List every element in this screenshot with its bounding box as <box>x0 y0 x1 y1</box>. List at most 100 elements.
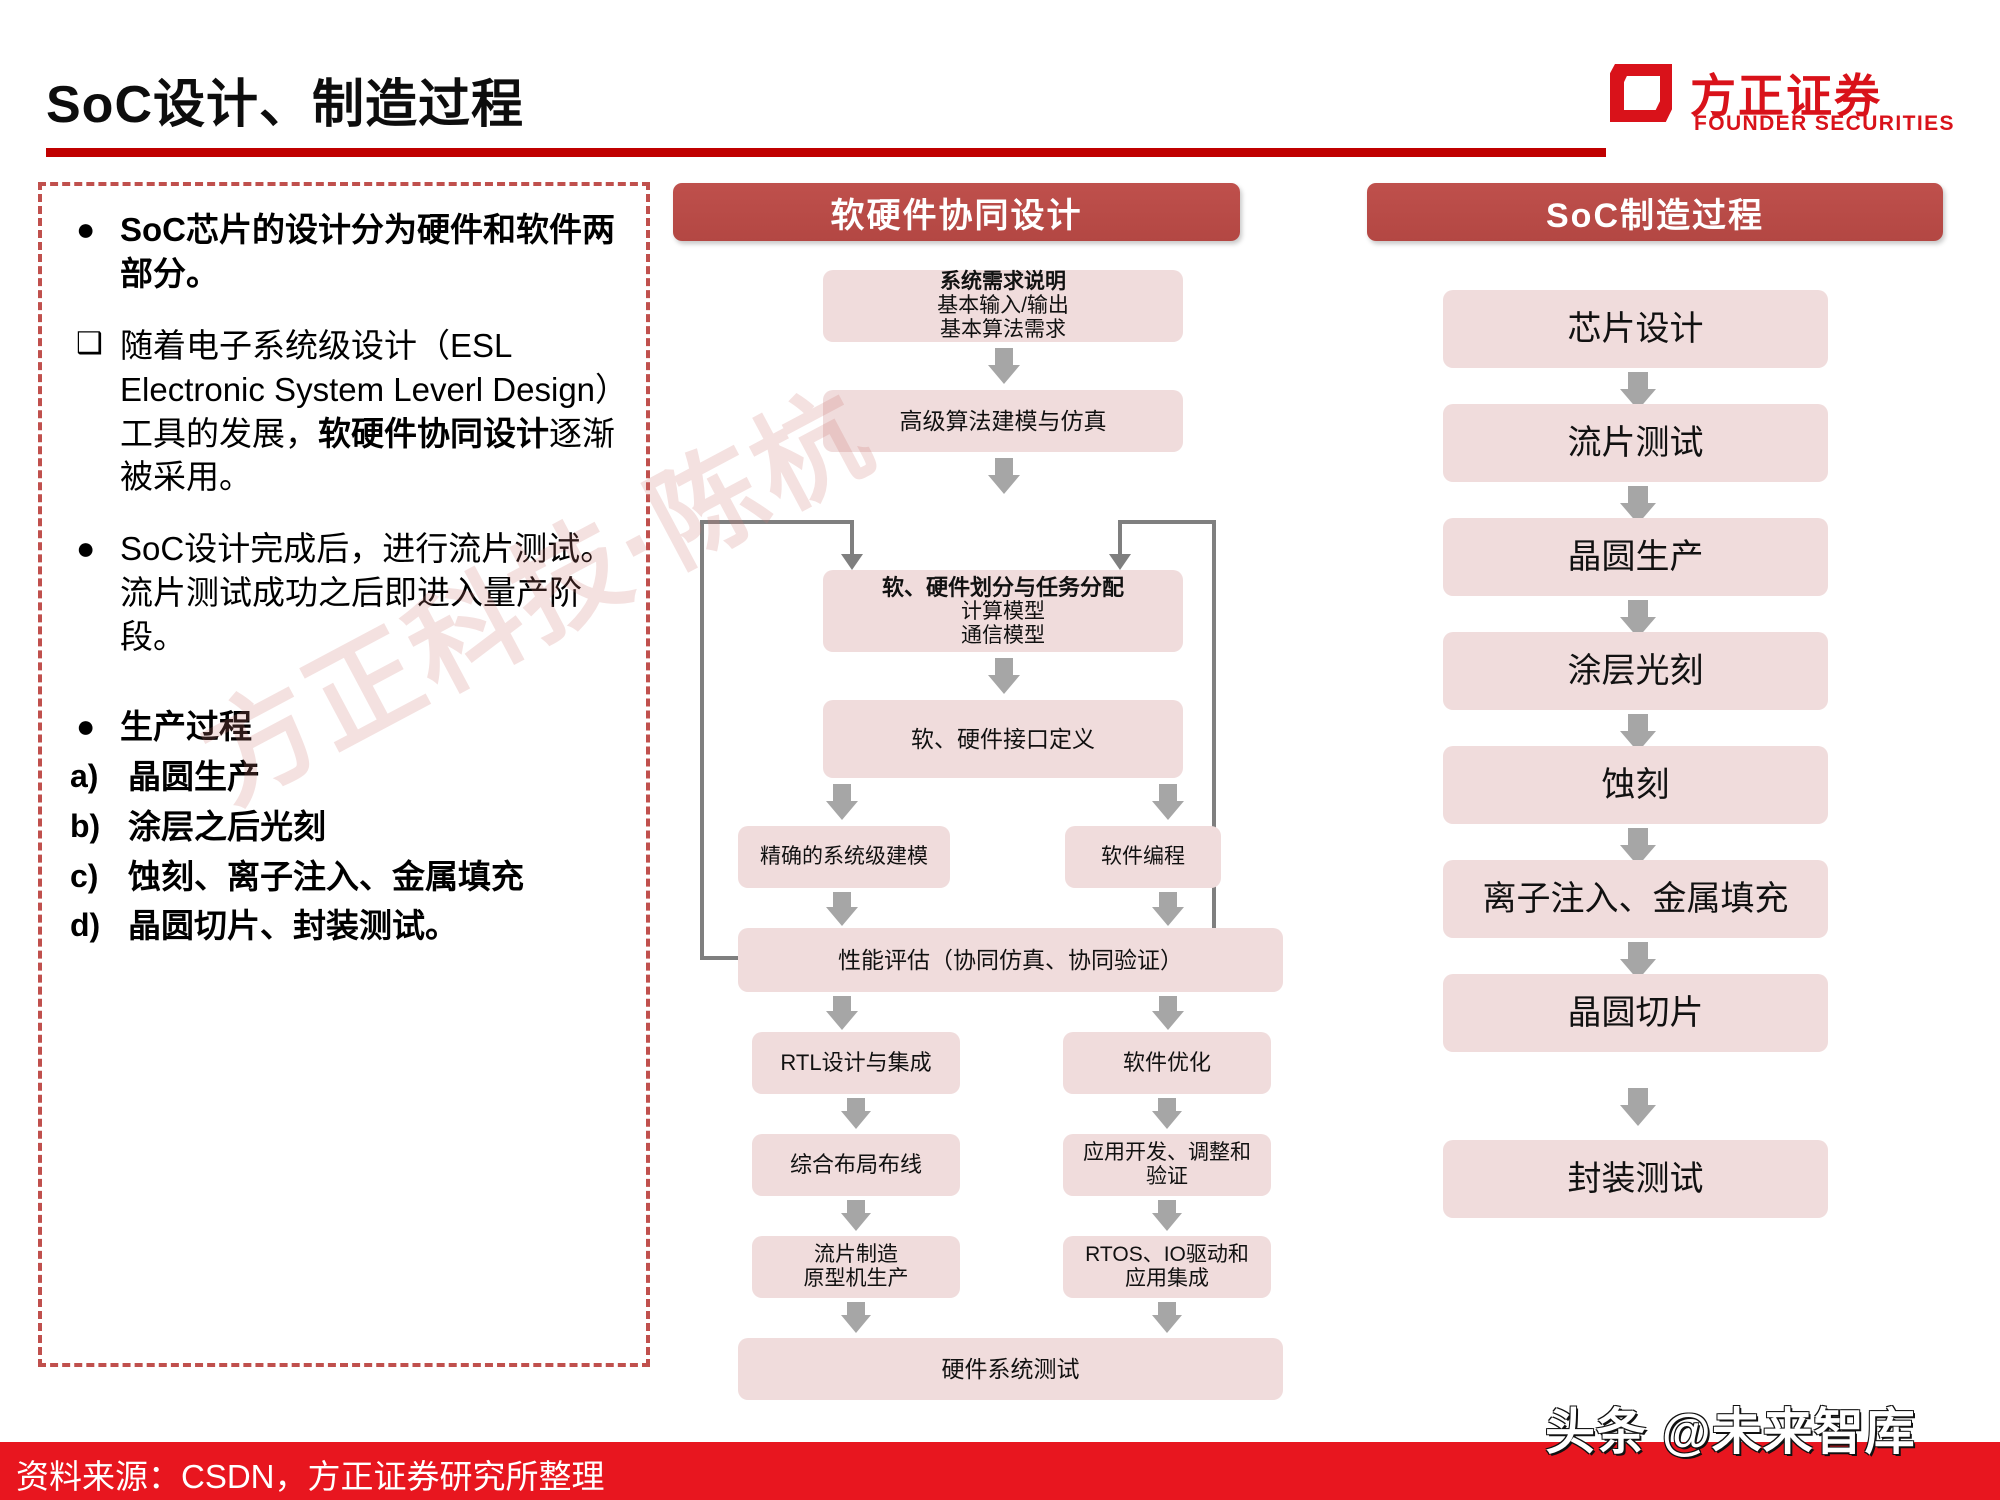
process-step-box-1: 芯片设计 <box>1443 290 1828 368</box>
arrow-down-icon <box>1151 1200 1183 1232</box>
bullet-text-2-part-b: 软硬件协同设计 <box>318 414 549 452</box>
list-text-d: 晶圆切片、封装测试。 <box>128 907 458 945</box>
flow-box-software-programming: 软件编程 <box>1065 826 1221 888</box>
arrow-down-icon <box>840 1098 872 1130</box>
flow-box-synthesis-layout-line-1: 综合布局布线 <box>789 1152 922 1178</box>
arrow-down-icon <box>826 784 858 820</box>
bullet-marker-square-icon: ❑ <box>76 326 103 360</box>
arrow-down-icon <box>1620 1088 1656 1126</box>
founder-securities-logo: 方正证券 FOUNDER SECURITIES <box>1610 62 1960 140</box>
flow-box-hardware-system-test: 硬件系统测试 <box>738 1338 1283 1400</box>
process-step-box-6: 离子注入、金属填充 <box>1443 860 1828 938</box>
arrow-down-icon <box>1152 996 1184 1030</box>
flow-box-tapeout-prototype: 流片制造 原型机生产 <box>752 1236 960 1298</box>
feedback-loop-left-bottom <box>700 956 750 960</box>
list-item-a: a) 晶圆生产 <box>62 755 632 799</box>
flow-box-app-development: 应用开发、调整和 验证 <box>1063 1134 1271 1196</box>
list-text-b: 涂层之后光刻 <box>128 807 326 845</box>
middle-column-header: 软硬件协同设计 <box>673 183 1240 241</box>
flow-box-system-modeling: 精确的系统级建模 <box>738 826 950 888</box>
source-note: 资料来源：CSDN，方正证券研究所整理 <box>16 1458 605 1495</box>
flow-box-synthesis-layout: 综合布局布线 <box>752 1134 960 1196</box>
arrow-down-icon <box>988 348 1020 384</box>
process-step-box-5: 蚀刻 <box>1443 746 1828 824</box>
flow-box-partition-title: 软、硬件划分与任务分配 <box>881 574 1124 600</box>
flow-box-software-optimization-line-1: 软件优化 <box>1122 1050 1211 1076</box>
feedback-loop-left-vertical <box>700 520 704 960</box>
flow-box-algo-model-line-1: 高级算法建模与仿真 <box>899 407 1107 434</box>
process-step-label-6: 离子注入、金属填充 <box>1482 879 1789 918</box>
founder-logo-mark-icon <box>1610 64 1676 124</box>
process-step-box-7: 晶圆切片 <box>1443 974 1828 1052</box>
flow-box-requirements-title: 系统需求说明 <box>940 270 1066 294</box>
arrow-down-icon <box>1152 892 1184 926</box>
process-step-label-3: 晶圆生产 <box>1567 537 1704 576</box>
arrow-down-icon <box>988 458 1020 494</box>
list-item-c: c) 蚀刻、离子注入、金属填充 <box>62 855 632 899</box>
flow-box-partition-line-2: 通信模型 <box>961 623 1045 647</box>
list-marker-d: d) <box>70 907 101 944</box>
list-marker-a: a) <box>70 757 99 794</box>
process-step-label-7: 晶圆切片 <box>1567 993 1704 1032</box>
feedback-loop-right-arrowhead-icon <box>1109 554 1131 570</box>
flow-box-tapeout-prototype-line-1: 流片制造 <box>814 1243 898 1267</box>
feedback-loop-left-top <box>700 520 854 524</box>
list-text-a: 晶圆生产 <box>128 757 260 795</box>
arrow-down-icon <box>988 658 1020 694</box>
flow-box-app-development-line-2: 验证 <box>1146 1165 1188 1188</box>
footer-bar: 资料来源：CSDN，方正证券研究所整理 <box>0 1442 2000 1500</box>
flow-box-software-programming-line-1: 软件编程 <box>1101 845 1185 869</box>
feedback-loop-left-arrowhead-icon <box>841 554 863 570</box>
flow-box-requirements-line-1: 基本输入/输出 <box>937 294 1069 318</box>
flow-box-tapeout-prototype-line-2: 原型机生产 <box>803 1267 909 1290</box>
flow-box-rtos-integration-line-2: 应用集成 <box>1125 1267 1209 1290</box>
flow-box-rtl-design: RTL设计与集成 <box>752 1032 960 1094</box>
right-column-header: SoC制造过程 <box>1367 183 1943 241</box>
list-marker-c: c) <box>70 857 99 894</box>
arrow-down-icon <box>840 1302 872 1334</box>
bullet-text-2-part-a: 随着电子系统级设计（ESL Electronic System Leverl D… <box>120 326 629 452</box>
feedback-loop-right-drop <box>1118 520 1122 558</box>
page-title: SoC设计、制造过程 <box>46 76 525 134</box>
flow-box-interface: 软、硬件接口定义 <box>823 700 1183 778</box>
bullet-item-4: ● 生产过程 <box>62 705 632 749</box>
arrow-down-icon <box>826 892 858 926</box>
arrow-down-icon <box>826 996 858 1030</box>
feedback-loop-left-drop <box>850 520 854 558</box>
bullet-text-2: 随着电子系统级设计（ESL Electronic System Leverl D… <box>120 324 632 500</box>
flow-box-rtos-integration-line-1: RTOS、IO驱动和 <box>1085 1243 1249 1267</box>
list-text-c: 蚀刻、离子注入、金属填充 <box>128 857 524 895</box>
list-item-d: d) 晶圆切片、封装测试。 <box>62 904 632 948</box>
flow-box-app-development-line-1: 应用开发、调整和 <box>1083 1141 1251 1165</box>
bullet-marker-disc-icon: ● <box>76 707 96 744</box>
process-step-box-2: 流片测试 <box>1443 404 1828 482</box>
process-step-label-1: 芯片设计 <box>1567 309 1704 348</box>
logo-chinese-name: 方正证券 <box>1690 70 1882 122</box>
flow-box-software-optimization: 软件优化 <box>1063 1032 1271 1094</box>
bullet-item-3: ● SoC设计完成后，进行流片测试。流片测试成功之后即进入量产阶段。 <box>62 527 632 659</box>
flow-box-system-modeling-line-1: 精确的系统级建模 <box>760 845 928 869</box>
process-step-label-2: 流片测试 <box>1567 423 1704 462</box>
list-marker-b: b) <box>70 807 101 844</box>
flow-box-rtos-integration: RTOS、IO驱动和 应用集成 <box>1063 1236 1271 1298</box>
flow-box-performance-evaluation: 性能评估（协同仿真、协同验证） <box>738 928 1283 992</box>
flow-box-requirements-line-2: 基本算法需求 <box>940 317 1066 341</box>
flow-box-partition-line-1: 计算模型 <box>961 599 1045 623</box>
flow-box-partition: 软、硬件划分与任务分配 计算模型 通信模型 <box>823 570 1183 652</box>
flow-box-rtl-design-line-1: RTL设计与集成 <box>780 1050 932 1076</box>
process-step-label-5: 蚀刻 <box>1601 765 1670 804</box>
arrow-down-icon <box>1152 784 1184 820</box>
process-step-box-3: 晶圆生产 <box>1443 518 1828 596</box>
flow-box-hardware-system-test-line-1: 硬件系统测试 <box>941 1355 1080 1382</box>
feedback-loop-right-top <box>1118 520 1216 524</box>
process-step-box-8: 封装测试 <box>1443 1140 1828 1218</box>
flow-box-requirements: 系统需求说明 基本输入/输出 基本算法需求 <box>823 270 1183 342</box>
bullet-text-3: SoC设计完成后，进行流片测试。流片测试成功之后即进入量产阶段。 <box>120 530 614 655</box>
bullet-item-2: ❑ 随着电子系统级设计（ESL Electronic System Leverl… <box>62 324 632 500</box>
bullet-marker-disc-icon: ● <box>76 211 96 247</box>
bullet-marker-disc-icon: ● <box>76 530 96 567</box>
feedback-loop-right-vertical <box>1212 520 1216 960</box>
arrow-down-icon <box>840 1200 872 1232</box>
flow-box-performance-evaluation-line-1: 性能评估（协同仿真、协同验证） <box>838 946 1183 973</box>
